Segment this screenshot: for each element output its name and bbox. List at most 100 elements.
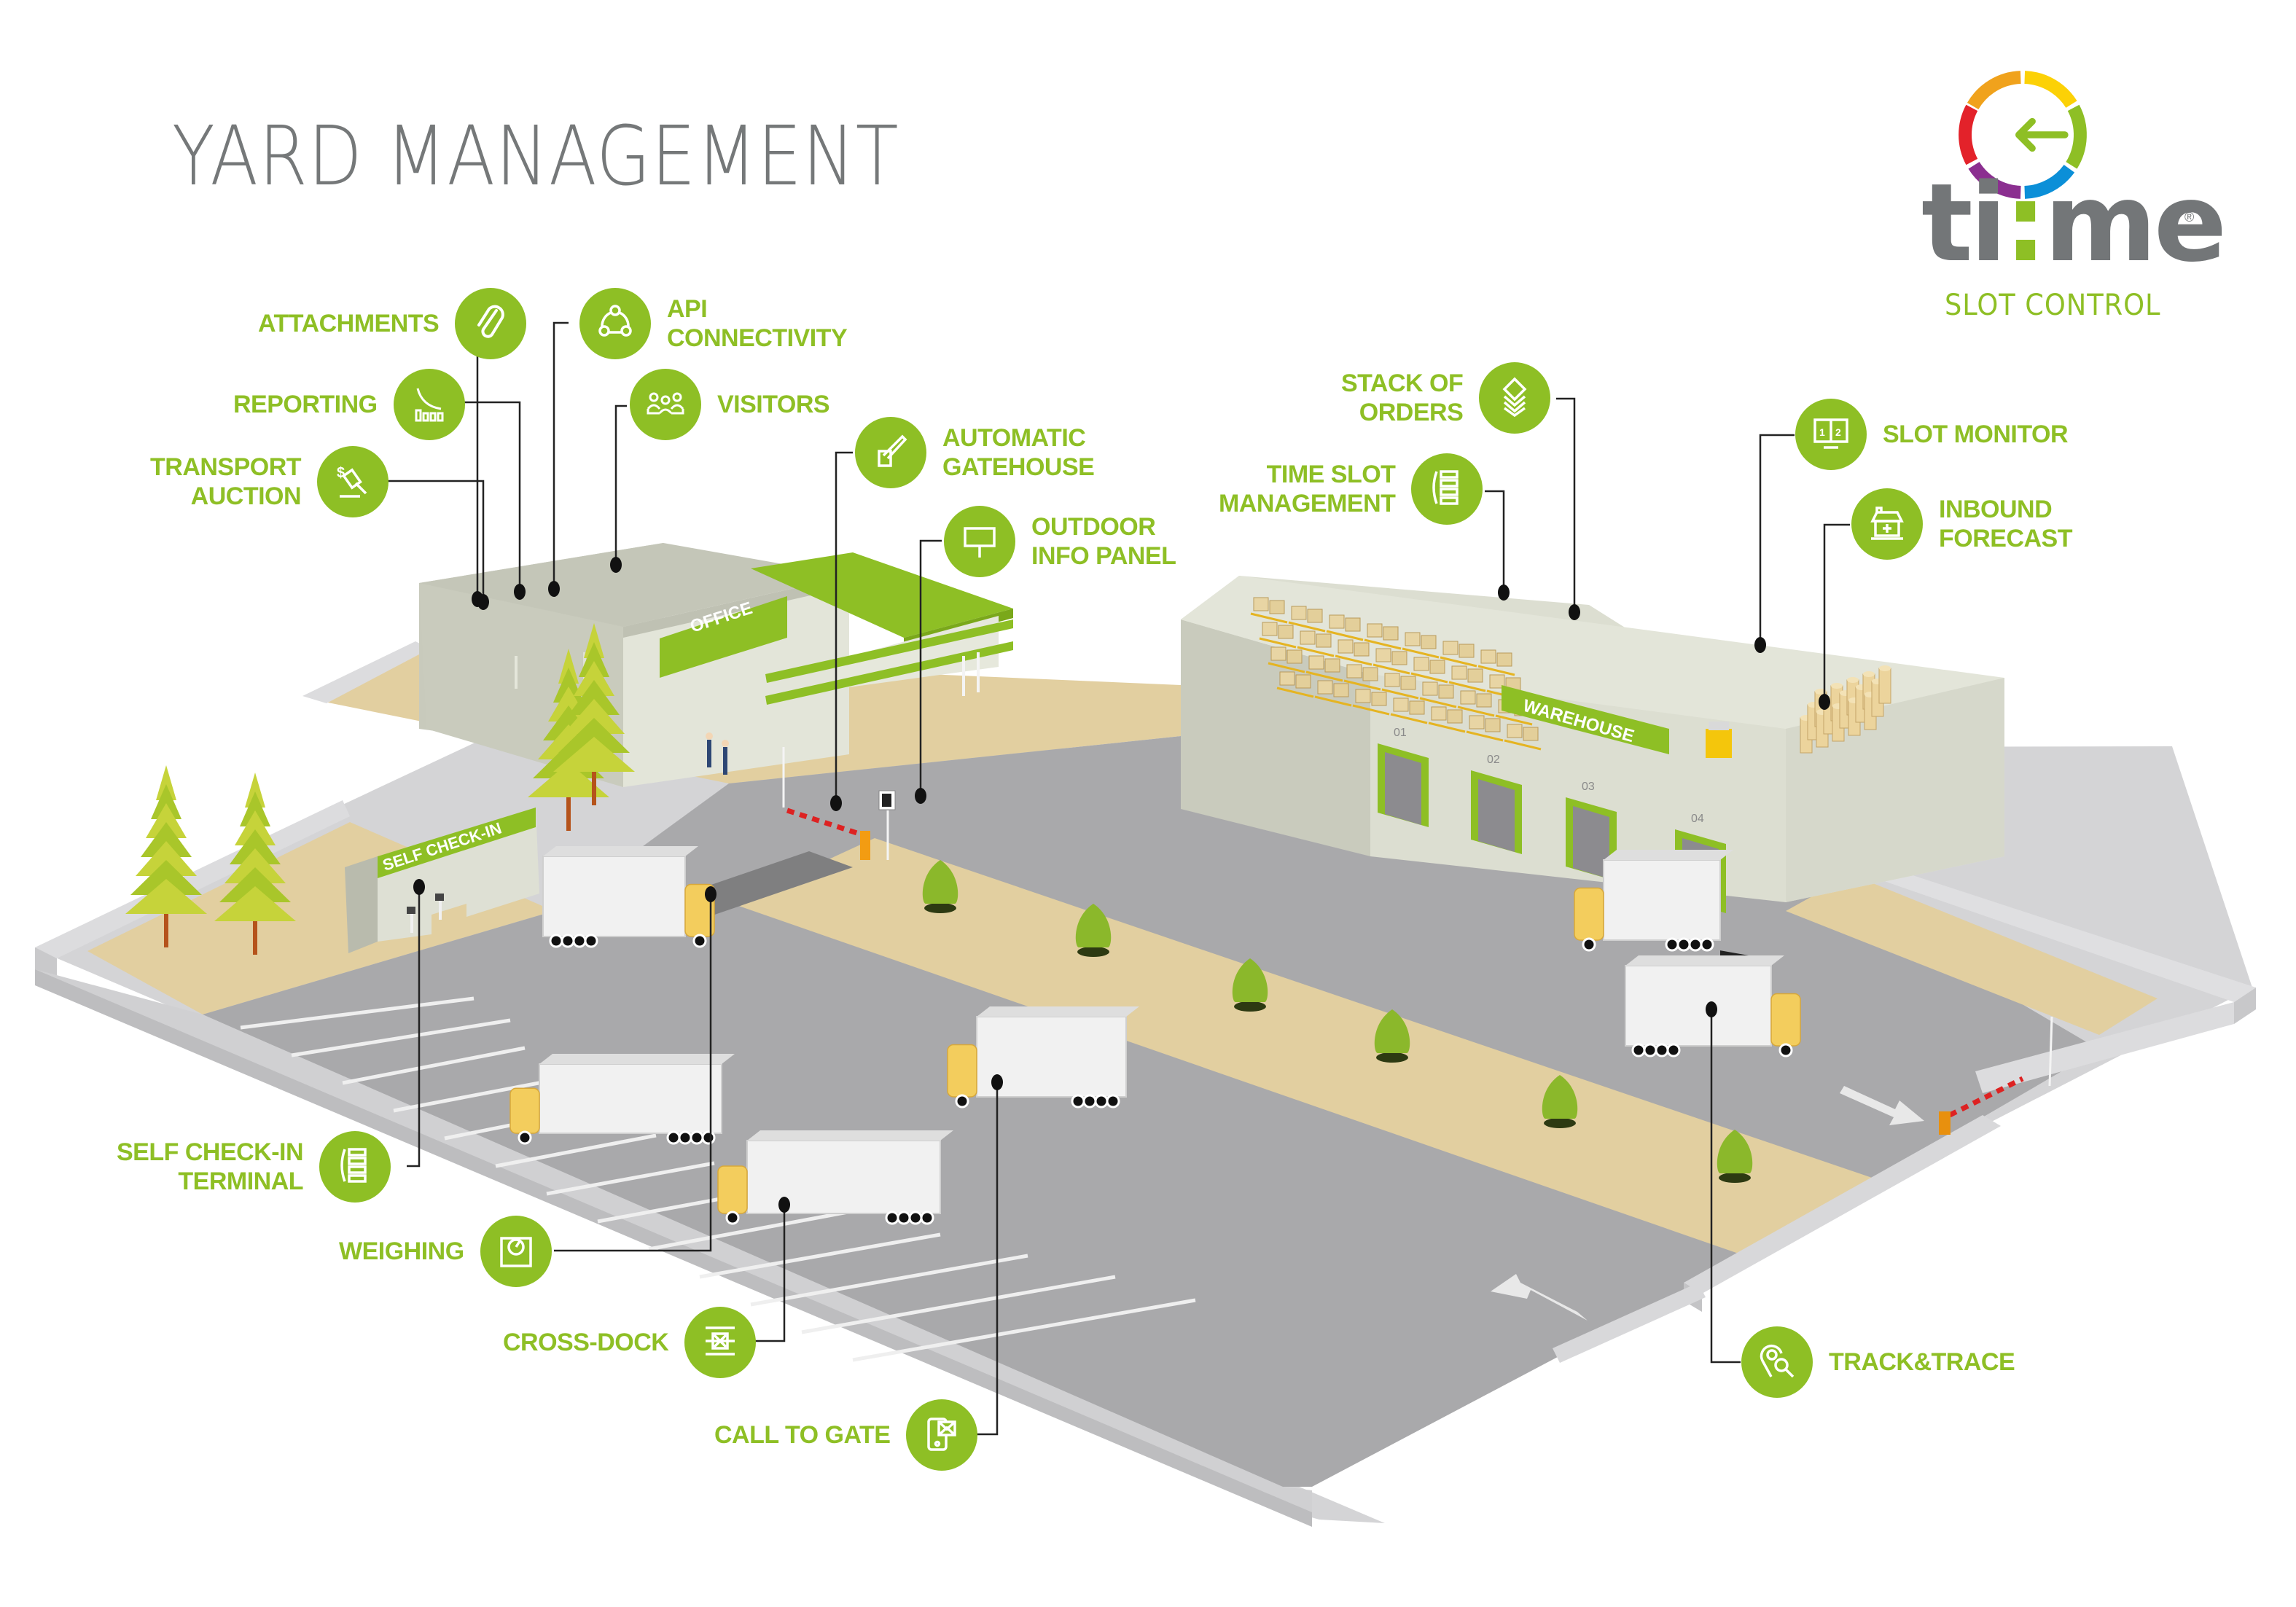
truck-wheel <box>897 1211 911 1225</box>
leader-line <box>1485 490 1505 593</box>
dock-number: 03 <box>1582 781 1595 793</box>
callout-badge[interactable] <box>579 288 651 359</box>
callout-badge[interactable] <box>319 1131 391 1203</box>
rack-beam <box>1440 656 1477 668</box>
person <box>707 740 711 767</box>
curb-bottom-lower <box>35 969 1312 1527</box>
rack-beam <box>1477 665 1515 676</box>
phone-message-icon <box>920 1412 964 1459</box>
leader-line <box>407 887 421 1168</box>
logo-ring-segment <box>1967 71 2021 110</box>
tree-foliage <box>558 649 579 684</box>
truck-wheel <box>1700 937 1714 952</box>
leader-anchor-dot <box>991 1074 1003 1090</box>
pallet-box <box>1451 665 1467 680</box>
callout-visitors[interactable]: VISITORS <box>630 369 830 440</box>
callout-badge[interactable] <box>1851 488 1923 560</box>
pallet-box <box>1279 671 1295 686</box>
callout-outdoor-info-panel[interactable]: OUTDOOR INFO PANEL <box>944 506 1176 577</box>
callout-badge[interactable] <box>1741 1326 1813 1398</box>
callout-badge[interactable] <box>906 1399 978 1471</box>
logo-wordmark: ti:me <box>1921 169 2227 277</box>
rack-beam <box>1314 695 1352 707</box>
pallet-box <box>1393 697 1409 712</box>
leader-line <box>835 451 853 803</box>
callout-badge[interactable] <box>855 417 926 488</box>
callout-attachments[interactable]: ATTACHMENTS <box>258 288 527 359</box>
pallet-box <box>1383 626 1399 641</box>
callout-badge[interactable] <box>1411 453 1483 525</box>
callout-call-to-gate[interactable]: CALL TO GATE <box>714 1399 978 1471</box>
callout-label: SLOT MONITOR <box>1883 421 2069 448</box>
callout-badge[interactable] <box>630 369 701 440</box>
bush-shadow <box>1544 1118 1576 1128</box>
truck-wheel <box>1778 1043 1793 1057</box>
pallet-box <box>1459 644 1475 658</box>
callout-label: VISITORS <box>717 391 830 418</box>
callout-badge[interactable] <box>393 369 465 440</box>
truck-wheel <box>1655 1043 1669 1057</box>
truck-wheel <box>572 934 587 948</box>
office-canopy <box>751 552 1013 638</box>
svg-text:2: 2 <box>1835 426 1841 438</box>
slot-list-icon <box>1425 466 1469 513</box>
callout-track-trace[interactable]: TRACK&TRACE <box>1741 1326 2015 1398</box>
logo-word-right: me <box>2044 160 2227 286</box>
callout-badge[interactable] <box>684 1307 757 1378</box>
callout-inbound-forecast[interactable]: INBOUND FORECAST <box>1851 488 2073 560</box>
network-nodes-icon <box>593 300 637 348</box>
logo-word-left: ti <box>1921 160 2007 286</box>
callout-stack-of-orders[interactable]: STACK OF ORDERS <box>1341 362 1551 434</box>
pallet-box <box>1316 633 1332 648</box>
leader-line <box>1556 397 1576 612</box>
rack-beam <box>1410 672 1448 684</box>
callout-badge[interactable] <box>944 506 1015 577</box>
truck-wheel <box>1688 937 1703 952</box>
callout-badge[interactable]: $ <box>317 446 389 517</box>
pallet-box <box>1375 648 1391 662</box>
tree-foliage <box>130 860 202 895</box>
truck-wheel <box>690 1130 704 1145</box>
pallet-box <box>1384 673 1400 687</box>
callout-badge[interactable] <box>455 288 527 359</box>
barrier-post <box>860 831 870 860</box>
callout-automatic-gatehouse[interactable]: AUTOMATIC GATEHOUSE <box>855 417 1095 488</box>
pallet-box <box>1442 641 1459 655</box>
callout-badge[interactable] <box>1479 362 1551 434</box>
rack-beam <box>1288 621 1326 633</box>
pallet-box <box>1400 676 1416 690</box>
arrow-entry <box>1491 1274 1588 1321</box>
rack-beam <box>1402 647 1440 659</box>
truck-trailer <box>1625 965 1772 1047</box>
callout-cross-dock[interactable]: CROSS-DOCK <box>503 1307 757 1378</box>
tree-foliage <box>235 810 276 845</box>
bush-shadow <box>1234 1001 1266 1012</box>
tree-foliage <box>553 737 635 772</box>
pallet-box <box>1262 622 1278 636</box>
rack-beam <box>1419 697 1457 708</box>
callout-weighing[interactable]: WEIGHING <box>339 1216 552 1287</box>
callout-badge[interactable] <box>480 1216 552 1287</box>
pallet-box <box>1338 639 1354 654</box>
curb-front-right2 <box>1553 1283 1706 1363</box>
callout-label: OUTDOOR INFO PANEL <box>1031 513 1176 570</box>
material-rolls <box>1800 665 1891 754</box>
callout-api-connectivity[interactable]: API CONNECTIVITY <box>579 288 848 359</box>
truck-cab <box>1574 887 1604 941</box>
leader-anchor-dot <box>548 581 560 597</box>
roll-top <box>1847 677 1859 683</box>
callout-time-slot-management[interactable]: TIME SLOT MANAGEMENT <box>1219 453 1483 525</box>
callout-self-check-in-terminal[interactable]: SELF CHECK-IN TERMINAL <box>117 1131 391 1203</box>
location-search-icon <box>1755 1339 1799 1386</box>
rack-beam <box>1390 713 1428 724</box>
callout-reporting[interactable]: REPORTING <box>233 369 465 440</box>
svg-text:1: 1 <box>1819 426 1825 438</box>
tree-foliage <box>214 886 296 921</box>
svg-text:$: $ <box>337 465 345 481</box>
pallet-box <box>1476 693 1492 708</box>
callout-transport-auction[interactable]: TRANSPORT AUCTION $ <box>150 446 389 517</box>
